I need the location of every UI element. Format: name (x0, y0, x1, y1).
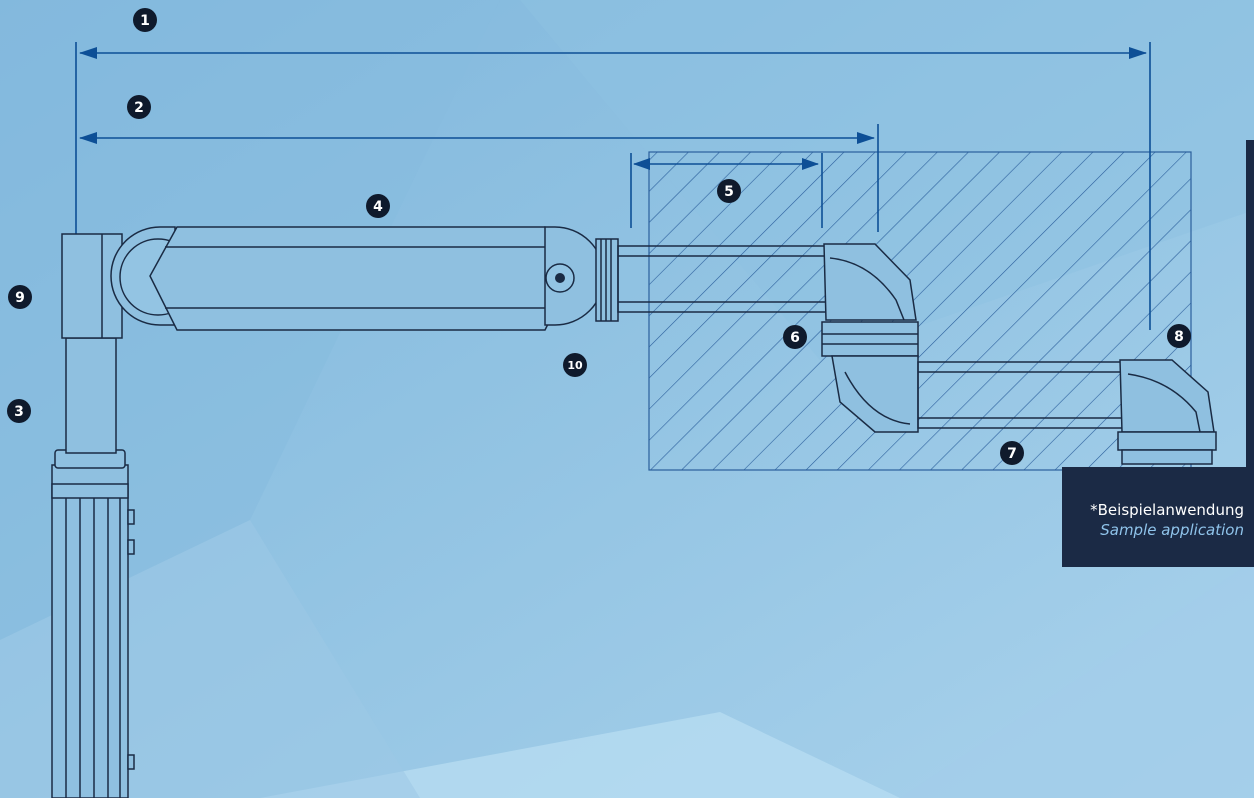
badge-circle (717, 179, 741, 203)
badge-4: 4 (366, 194, 390, 218)
badge-8: 8 (1167, 324, 1191, 348)
badge-label: 2 (134, 100, 144, 116)
badge-circle (127, 95, 151, 119)
badge-label: 7 (1007, 446, 1017, 462)
dimension-1-arrow-left (79, 47, 97, 59)
column-base (51, 464, 129, 798)
right-panel-edge (1246, 140, 1254, 470)
badge-label: 5 (724, 184, 734, 200)
badge-circle (563, 353, 587, 377)
elbow-upper (823, 243, 917, 321)
elbow-lower (831, 355, 919, 433)
badge-6: 6 (783, 325, 807, 349)
dimension-5-arrow-right (802, 158, 819, 170)
badge-circle (133, 8, 157, 32)
background-facet (900, 560, 1254, 798)
sample-application-box: *Beispielanwendung Sample application (1062, 467, 1254, 567)
vertical-post (65, 337, 117, 454)
badge-circle (8, 285, 32, 309)
connector (595, 238, 619, 322)
badge-label: 1 (140, 13, 150, 29)
badge-9: 9 (8, 285, 32, 309)
badge-circle (366, 194, 390, 218)
end-joint (1117, 431, 1217, 451)
end-cap (1121, 449, 1213, 465)
badge-circle (1000, 441, 1024, 465)
badge-label: 10 (567, 359, 583, 372)
reach-area (648, 151, 1192, 471)
sample-label-en: Sample application (1100, 521, 1244, 539)
badge-circle (783, 325, 807, 349)
badge-10: 10 (563, 353, 587, 377)
dimension-5-arrow-left (633, 158, 650, 170)
sample-label-de: *Beispielanwendung (1090, 501, 1244, 519)
dimension-2-arrow-left (79, 132, 97, 144)
badge-1: 1 (133, 8, 157, 32)
background-facet (260, 712, 900, 798)
badge-circle (1167, 324, 1191, 348)
dimension-1-arrow-right (1129, 47, 1147, 59)
badge-7: 7 (1000, 441, 1024, 465)
badge-label: 6 (790, 330, 800, 346)
elbow-joint (821, 321, 919, 357)
badge-2: 2 (127, 95, 151, 119)
badge-5: 5 (717, 179, 741, 203)
dimension-2-arrow-right (857, 132, 875, 144)
arm-drawing (51, 226, 1217, 798)
badge-label: 9 (15, 290, 25, 306)
main-arm (149, 226, 573, 331)
badge-label: 3 (14, 404, 24, 420)
badge-circle (7, 399, 31, 423)
badge-label: 4 (373, 199, 383, 215)
dimension-lines (75, 42, 1151, 330)
badge-label: 8 (1174, 329, 1184, 345)
badge-3: 3 (7, 399, 31, 423)
